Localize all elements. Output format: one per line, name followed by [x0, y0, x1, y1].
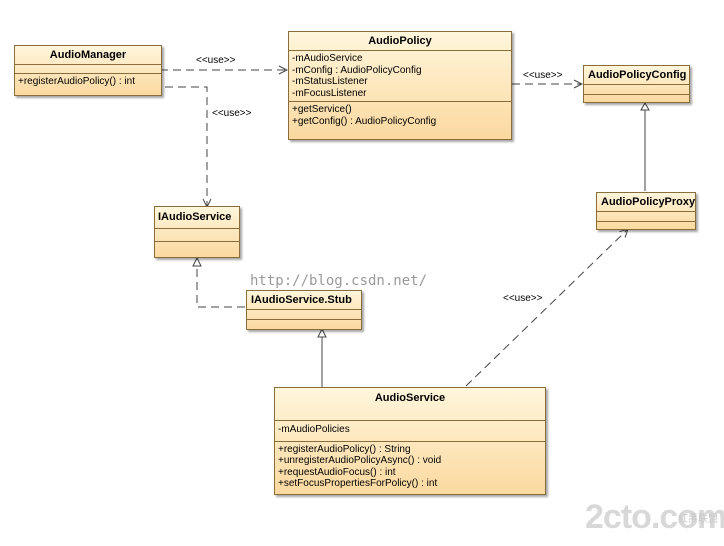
class-name: AudioPolicyProxy [597, 193, 695, 212]
class-iaudioservice-stub[interactable]: IAudioService.Stub [246, 290, 362, 330]
generalization-arrowhead-config [640, 101, 650, 111]
use-line-service-proxy [465, 229, 628, 387]
attributes-compartment: -mAudioPolicies [275, 421, 545, 442]
operation: +getService() [292, 104, 352, 115]
realization-line-stub-iaudioservice [196, 266, 245, 308]
operations-compartment: +registerAudioPolicy() : String +unregis… [275, 442, 545, 492]
use-line-manager-iaudioservice [165, 86, 207, 207]
class-audioservice[interactable]: AudioService -mAudioPolicies +registerAu… [274, 387, 546, 495]
attribute: -mConfig : AudioPolicyConfig [292, 64, 422, 76]
operations-compartment [155, 242, 239, 251]
class-name: IAudioService [155, 207, 239, 229]
operations-compartment [584, 95, 689, 104]
attribute: -mAudioService [292, 53, 363, 64]
operation: +unregisterAudioPolicyAsync() : void [278, 455, 442, 466]
operations-compartment: +getService() +getConfig() : AudioPolicy… [289, 102, 511, 129]
use-label-manager-iaudioservice: <<use>> [212, 108, 252, 119]
class-name: AudioPolicyConfig [584, 66, 689, 85]
operations-compartment [597, 222, 695, 231]
class-name: AudioPolicy [289, 32, 511, 51]
class-iaudioservice[interactable]: IAudioService [154, 206, 240, 258]
use-label-policy-config: <<use>> [523, 70, 563, 81]
class-name: IAudioService.Stub [247, 291, 361, 310]
realization-arrowhead-iaudioservice [192, 256, 202, 267]
attribute: -mFocusListener [292, 87, 367, 99]
generalization-arrowhead-stub [317, 327, 327, 338]
class-audiopolicy[interactable]: AudioPolicy -mAudioService -mConfig : Au… [288, 31, 512, 140]
attributes-compartment [597, 212, 695, 222]
use-label-manager-policy: <<use>> [196, 55, 236, 66]
site-logo: 2cto.com [585, 498, 724, 536]
attribute: -mStatusListener [292, 76, 368, 87]
attributes-compartment [15, 65, 161, 74]
operations-compartment [247, 320, 361, 329]
attributes-compartment [584, 85, 689, 95]
operation: +getConfig() : AudioPolicyConfig [292, 115, 437, 127]
use-label-service-proxy: <<use>> [503, 293, 543, 304]
operation: +registerAudioPolicy() : String [278, 443, 411, 455]
class-name: AudioService [275, 388, 545, 421]
attributes-compartment [155, 229, 239, 242]
class-audiopolicyconfig[interactable]: AudioPolicyConfig [583, 65, 690, 103]
class-audiomanager[interactable]: AudioManager +registerAudioPolicy() : in… [14, 45, 162, 96]
attributes-compartment: -mAudioService -mConfig : AudioPolicyCon… [289, 51, 511, 102]
operation: +requestAudioFocus() : int [278, 466, 396, 478]
operation: +setFocusPropertiesForPolicy() : int [278, 478, 438, 489]
operations-compartment: +registerAudioPolicy() : int [15, 74, 161, 90]
site-logo-subtitle: 红黑联盟 [678, 514, 718, 525]
operation: +registerAudioPolicy() : int [18, 76, 135, 87]
blog-watermark: http://blog.csdn.net/ [250, 273, 428, 289]
attributes-compartment [247, 310, 361, 320]
class-audiopolicyproxy[interactable]: AudioPolicyProxy [596, 192, 696, 230]
class-name: AudioManager [15, 46, 161, 65]
attribute: -mAudioPolicies [278, 424, 350, 435]
